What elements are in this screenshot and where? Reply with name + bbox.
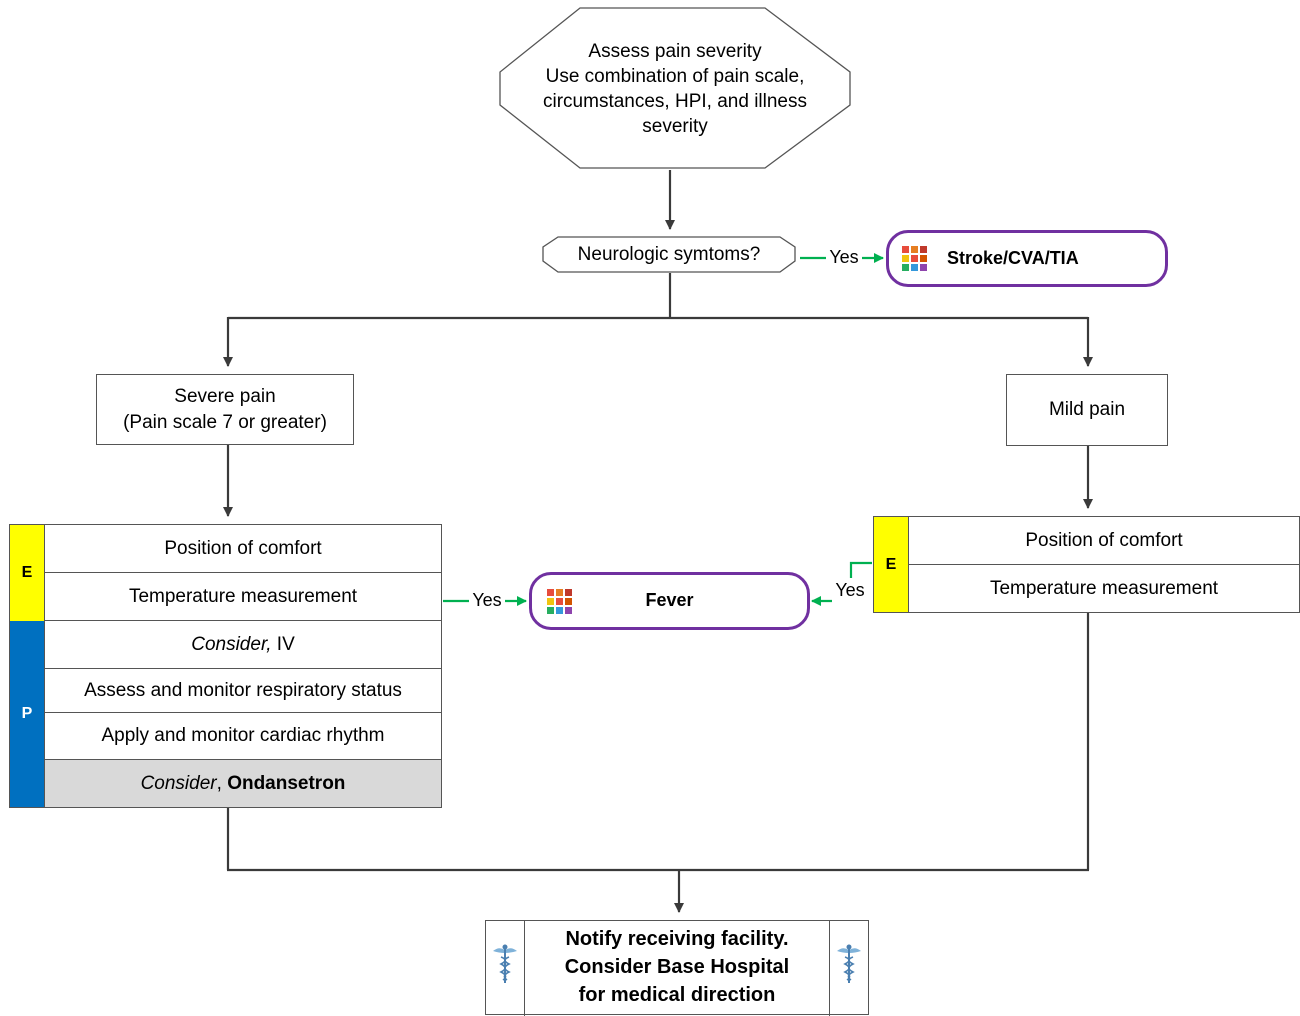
stroke-terminal[interactable]: Stroke/CVA/TIA	[886, 230, 1168, 287]
notify-line-1: Notify receiving facility.	[565, 928, 789, 950]
left-row-ondansetron: Consider, Ondansetron	[45, 760, 441, 807]
notify-text: Notify receiving facility. Consider Base…	[524, 921, 830, 1016]
decision-text: Neurologic symtoms?	[577, 243, 761, 265]
ondansetron-text: Ondansetron	[227, 772, 346, 794]
e-tag-right: E	[874, 517, 909, 612]
mild-pain-box: Mild pain	[1006, 374, 1168, 446]
severe-line-1: Severe pain	[174, 386, 276, 408]
yes-line-right	[849, 561, 872, 578]
fever-terminal[interactable]: Fever	[529, 572, 810, 630]
yes-label-right: Yes	[835, 580, 865, 601]
caduceus-icon	[493, 944, 517, 983]
start-line-3: circumstances, HPI, and illness	[543, 91, 807, 112]
protocol-grid-icon	[902, 245, 927, 271]
notify-box[interactable]: Notify receiving facility. Consider Base…	[485, 920, 869, 1016]
left-row-consider-iv: Consider, IV	[45, 621, 441, 669]
e-tag-left: E	[10, 525, 45, 621]
protocol-grid-icon	[547, 589, 572, 614]
start-line-1: Assess pain severity	[588, 40, 762, 62]
start-line-4: severity	[642, 116, 708, 138]
caduceus-icon	[837, 944, 861, 983]
notify-left-strip	[486, 921, 525, 1016]
left-treatment-panel: E P Position of comfort Temperature meas…	[9, 524, 442, 808]
right-row-temperature: Temperature measurement	[989, 577, 1219, 599]
yes-label-left: Yes	[472, 590, 502, 611]
severe-line-2: (Pain scale 7 or greater)	[123, 411, 327, 433]
notify-line-3: for medical direction	[578, 984, 776, 1006]
severe-pain-box: Severe pain (Pain scale 7 or greater)	[96, 374, 354, 445]
decision-octagon	[542, 236, 796, 273]
notify-line-2: Consider Base Hospital	[564, 956, 790, 978]
fever-label: Fever	[645, 590, 694, 611]
start-octagon	[499, 7, 851, 169]
comma-text: ,	[216, 772, 228, 794]
left-row-position: Position of comfort	[45, 525, 441, 573]
left-row-respiratory: Assess and monitor respiratory status	[45, 669, 441, 713]
yes-label-neuro: Yes	[829, 247, 859, 268]
right-treatment-panel: E Position of comfort Temperature measur…	[873, 516, 1300, 613]
stroke-label: Stroke/CVA/TIA	[947, 247, 1079, 268]
left-row-cardiac: Apply and monitor cardiac rhythm	[45, 713, 441, 760]
p-tag-left: P	[10, 621, 45, 807]
start-line-2: Use combination of pain scale,	[545, 65, 805, 87]
iv-text: IV	[271, 633, 295, 655]
left-row-temperature: Temperature measurement	[45, 573, 441, 621]
notify-right-strip	[829, 921, 868, 1016]
consider-word: Consider,	[191, 633, 272, 655]
start-text: Assess pain severity Use combination of …	[505, 30, 845, 148]
consider-word: Consider	[140, 772, 217, 794]
right-row-position: Position of comfort	[909, 517, 1299, 565]
